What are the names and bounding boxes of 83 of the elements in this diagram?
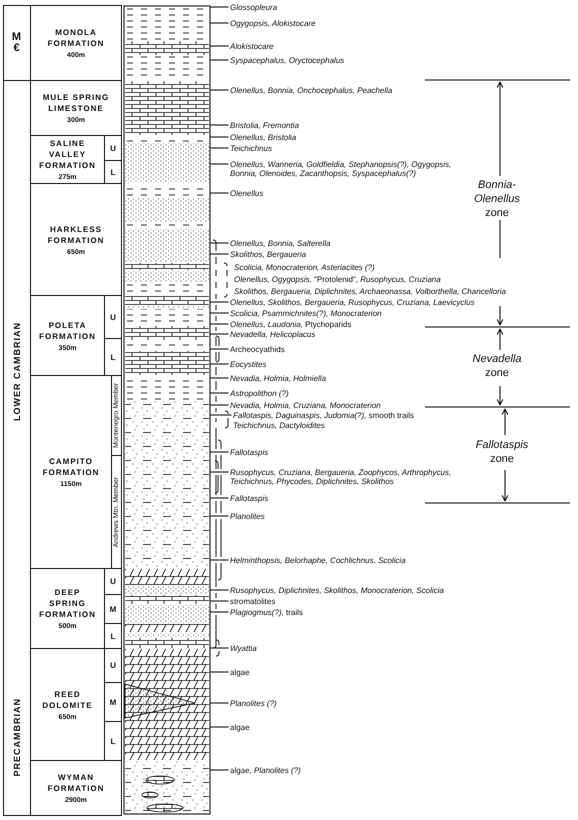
fossil-list-text: Nevadia, Holmia, Holmiella xyxy=(230,374,326,382)
fossil-list-text: stromatolites xyxy=(230,596,276,606)
fossil-list-text: Olenellus, Bonnia, Onchocephalus, Peachella xyxy=(230,86,392,94)
fossil-list-text: Olenellus, Skolithos, Bergaueria, Rusophycus, Cruziana, Laevicyclus xyxy=(230,298,475,306)
era-name: M € xyxy=(11,32,23,54)
subunit-label: M xyxy=(110,698,116,706)
leader-line xyxy=(210,124,229,126)
formation-name: CAMPITO FORMATION xyxy=(42,456,100,478)
fossil-list-text: Teichichnus xyxy=(230,144,272,152)
fossil-list-text: Helminthopsis, Belorhaphe, Cochlichnus, Scolicia xyxy=(230,556,406,564)
fossil-list-text: Wyattia xyxy=(230,644,257,652)
fossil-list-text: Nevadella, Helicoplacus xyxy=(230,330,316,338)
fossil-list-text: Syspacephalus, Oryctocephalus xyxy=(230,56,344,64)
leader-line xyxy=(210,192,229,194)
era-cell xyxy=(3,5,31,81)
subunit-label: M xyxy=(110,604,116,614)
leader-line xyxy=(210,312,229,314)
formation-name: POLETA FORMATION xyxy=(38,320,97,342)
subunit-label: L xyxy=(110,632,116,640)
fossil-list-text: Astropolithon (?) xyxy=(230,388,289,398)
lithology-column-drawing xyxy=(124,6,210,815)
fossil-list-text: Scolicia, Psammichnites(?), Monocraterion xyxy=(230,308,382,318)
subunit-label: L xyxy=(110,168,116,176)
fossil-list-text: Alokistocare xyxy=(230,42,274,50)
formation-name: MONOLA FORMATION xyxy=(46,27,106,49)
fossil-list-text: Olenellus, Bristolia xyxy=(230,132,296,142)
fossil-list-text: Planolites (?) xyxy=(230,698,277,708)
fossil-list-text: algae, Planolites (?) xyxy=(230,766,301,774)
fossil-list-text: Olenellus, Ogygopsis, "Protolenid", Rusophycus, Cruziana xyxy=(234,274,441,284)
subunit-label: U xyxy=(110,577,116,586)
leader-line xyxy=(210,404,229,406)
member-cell xyxy=(111,375,122,456)
fossil-list-text: Rusophycus, Cruziana, Bergaueria, Zoophycos, Arthrophycus, Teichichnus, Phycodes, Diplichnites, Skolithos xyxy=(230,468,485,486)
fossil-list-text: Archeocyathids xyxy=(230,344,285,354)
fossil-list-text: Fallotaspis, Daguinaspis, Judomia(?), smooth trails xyxy=(233,410,414,420)
formation-name: HARKLESS FORMATION xyxy=(46,224,106,246)
leader-line xyxy=(210,392,229,394)
era-cell xyxy=(3,660,31,816)
fossil-list-text: Bristolia, Fremontia xyxy=(230,120,299,130)
subunit-label: L xyxy=(110,736,116,746)
fossil-list-text: Olenellus, Wanneria, Goldfieldia, Stephanopsis(?), Ogygopsis, Bonnia, Olenoides, Zacanthopsis, Syspacephalus(?) xyxy=(230,160,480,178)
formation-name: DEEP SPRING FORMATION xyxy=(38,587,97,620)
formation-name: WYMAN FORMATION xyxy=(46,772,106,794)
member-cell xyxy=(111,455,122,569)
fossil-list-text: Skolithos, Bergaueria, Diplichnites, Archaeonassa, Volborthella, Chancelloria xyxy=(234,286,506,296)
fossil-list-text: Olenellus, Laudonia, Ptychoparids xyxy=(230,320,352,328)
leader-line xyxy=(210,6,229,8)
fossil-list-text: algae xyxy=(230,722,250,732)
fossil-list-text: Skolithos, Bergaueria xyxy=(230,250,306,258)
leader-line xyxy=(210,136,229,138)
leader-line xyxy=(210,348,229,350)
fossil-list-text: Olenellus xyxy=(230,188,264,198)
fossil-list-text: algae xyxy=(230,668,250,676)
formation-name: REED DOLOMITE xyxy=(41,688,94,710)
formation-name: SALINE VALLEY FORMATION xyxy=(38,138,97,171)
fossil-list-text: Glossopleura xyxy=(230,2,278,12)
fossil-list-text: Nevadia, Holmia, Cruziana, Monocraterion xyxy=(230,400,381,410)
formation-name: MULE SPRING LIMESTONE xyxy=(42,92,110,114)
subunit-label: U xyxy=(110,312,116,322)
subunit-label: U xyxy=(110,144,116,152)
fossil-list-text: Ogygopsis, Alokistocare xyxy=(230,18,316,28)
formation-cell xyxy=(30,760,122,816)
formation-cell xyxy=(30,5,122,81)
fossil-list-text: Fallotaspis xyxy=(230,448,268,456)
fossil-list-text: Olenellus, Bonnia, Salterella xyxy=(230,238,331,248)
subunit-label: L xyxy=(110,352,116,362)
fossil-list-text: Plagiogmus(?), trails xyxy=(230,608,303,616)
leader-line xyxy=(210,414,232,416)
fossil-list-text: Eocystites xyxy=(230,360,266,368)
era-name: LOWER CAMBRIAN xyxy=(12,322,22,420)
leader-line xyxy=(210,726,229,728)
subunit-label: U xyxy=(110,661,116,670)
leader-line xyxy=(210,22,229,24)
fossil-list-text: Fallotaspis xyxy=(230,494,268,502)
fossil-list-text: Scolicia, Monocraterion, Asteriacites (?) xyxy=(234,262,375,272)
leader-line xyxy=(210,600,229,602)
era-cell xyxy=(3,80,31,661)
era-name: PRECAMBRIAN xyxy=(12,698,22,777)
fossil-list-text: Rusophycus, Diplichnites, Skolithos, Monocraterion, Scolicia xyxy=(230,586,444,594)
leader-line xyxy=(210,242,229,244)
fossil-list-text: Teichichnus, Dactyloidites xyxy=(233,420,325,430)
leader-line xyxy=(210,702,229,704)
fossil-list-text: Planolites xyxy=(230,512,265,520)
